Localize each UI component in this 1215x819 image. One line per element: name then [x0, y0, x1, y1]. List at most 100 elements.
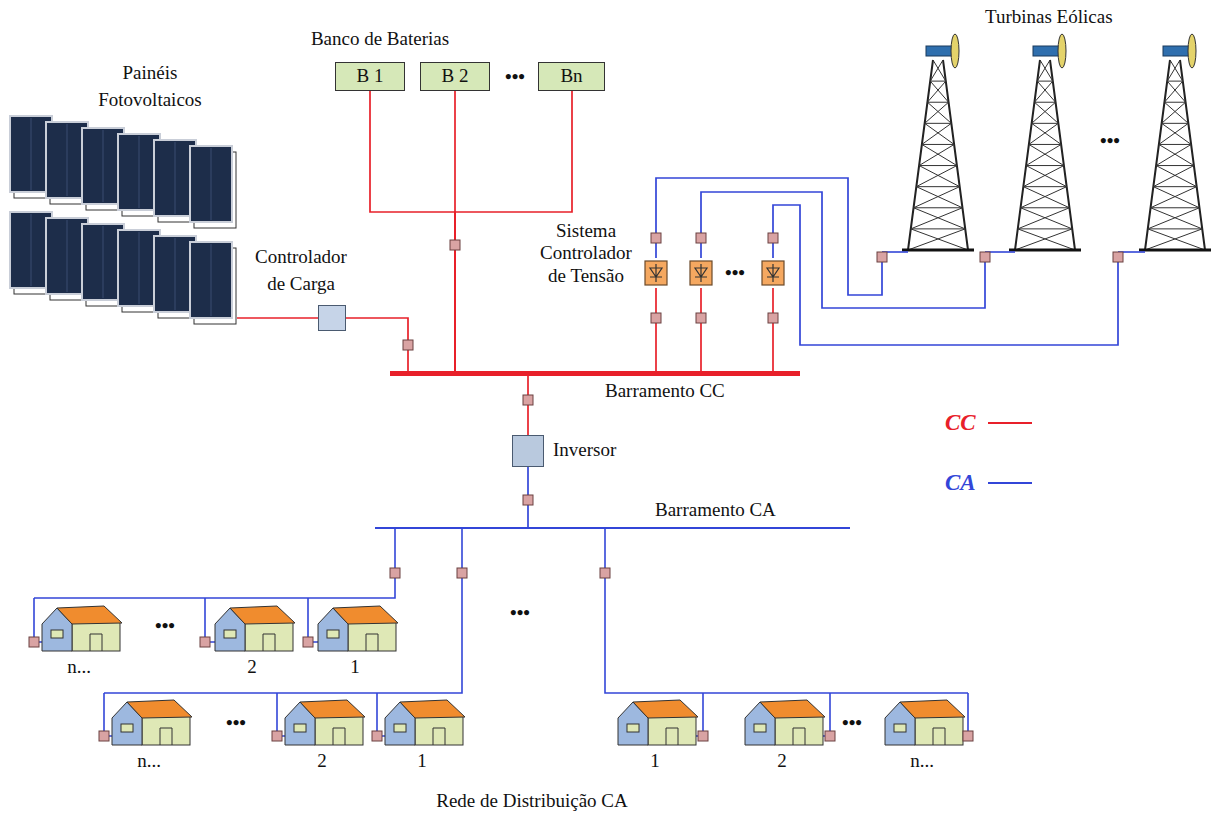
house-part [333, 606, 398, 624]
wind-turbine-part [1026, 144, 1064, 165]
house-part [263, 634, 275, 651]
solar-panel-part [211, 244, 212, 316]
house-part [696, 693, 703, 736]
house-number: 1 [350, 657, 360, 676]
solar-panel-part [103, 226, 104, 298]
wind-turbine-part [1009, 249, 1081, 252]
solar-panel-part [190, 146, 232, 222]
house-part [963, 731, 973, 741]
node-heading: Turbinas Eólicas [985, 6, 1113, 29]
house-part [933, 728, 945, 745]
house-number: 2 [247, 657, 257, 676]
wire-connector [700, 288, 702, 371]
house-part [121, 724, 133, 732]
wire-connector [701, 192, 985, 308]
voltage-controller: Sistema Controlador de Tensão [640, 258, 790, 288]
wind-turbine-part [1021, 187, 1070, 208]
rectifier-symbol [690, 261, 712, 285]
house-part [633, 700, 698, 718]
house-part [823, 693, 830, 736]
node-heading: Painéis Fotovoltaicos [85, 59, 215, 114]
wind-turbine-part [1151, 187, 1200, 208]
legend-line-sample [988, 422, 1032, 424]
solar-panel [190, 146, 236, 228]
house-part [963, 693, 968, 736]
rectifier-symbol [762, 261, 784, 285]
terminal-square [600, 568, 610, 578]
dc-bus: Barramento CC [390, 371, 800, 376]
node-heading: Barramento CA [655, 499, 776, 522]
wind-turbine-part [1164, 81, 1185, 102]
solar-panel-part [31, 118, 32, 190]
house [618, 693, 708, 745]
house-number: 2 [317, 751, 327, 770]
house-part [72, 622, 120, 651]
house-part [142, 716, 190, 745]
rectifier-symbol [645, 261, 667, 285]
rectifier-symbol-part [695, 264, 707, 282]
house-part [327, 630, 339, 638]
house-part [900, 700, 965, 718]
battery-box: Bn [538, 62, 605, 91]
wind-turbine-part [1188, 34, 1196, 68]
house-part [627, 724, 639, 732]
wind-turbine-part [902, 249, 974, 252]
house-part [230, 606, 295, 624]
box-label: B 2 [442, 65, 469, 88]
wind-turbine-part [1148, 208, 1202, 229]
house-part [333, 728, 345, 745]
house [200, 598, 295, 651]
wind-turbine-part [1159, 123, 1191, 144]
wire-connector [346, 318, 408, 371]
wind-turbine-part [1023, 166, 1066, 187]
panel-array: Painéis Fotovoltaicos [5, 118, 237, 323]
house [885, 693, 973, 745]
house-number: n... [910, 751, 934, 770]
wind-turbine-part [1058, 34, 1066, 68]
wind-turbine-part [908, 229, 968, 250]
terminal-square [696, 233, 706, 243]
wind-turbine-part [1153, 166, 1196, 187]
box-label: B 1 [357, 65, 384, 88]
wire-connector [237, 317, 318, 319]
solar-panel-part [103, 130, 104, 202]
legend-line-sample [988, 482, 1032, 484]
house [29, 598, 122, 651]
house-part [224, 630, 236, 638]
house-part [348, 622, 396, 651]
battery-box: B 2 [420, 62, 490, 91]
house-part [245, 622, 293, 651]
rectifier-symbol-part [690, 261, 712, 285]
terminal-square [523, 395, 533, 405]
house-part [775, 716, 823, 745]
wind-turbine-part [1037, 60, 1053, 81]
rectifier-symbol-part [645, 261, 667, 285]
wind-turbine-part [951, 34, 959, 68]
solar-panel-part [211, 148, 212, 220]
wind-turbine-part [1162, 102, 1189, 123]
rectifier-symbol-part [650, 264, 662, 282]
house-number: n... [67, 657, 91, 676]
legend-sample [984, 413, 1036, 433]
wind-turbine-part [914, 187, 963, 208]
wind-turbine-part [908, 60, 968, 250]
wire-connector [656, 178, 882, 295]
house-part [648, 716, 696, 745]
house-part [894, 724, 906, 732]
solar-panel-part [67, 124, 68, 196]
wind-turbine-part [1015, 229, 1075, 250]
wind-turbine-part [1033, 46, 1059, 56]
wind-turbine-part [922, 123, 954, 144]
wire-connector [773, 205, 1118, 345]
house-part [308, 598, 318, 642]
node-heading: Banco de Baterias [300, 28, 460, 51]
house-part [205, 598, 215, 642]
house-part [754, 724, 766, 732]
solar-panel-part [190, 242, 232, 318]
terminal-square [877, 252, 887, 262]
wind-turbine-part [916, 166, 959, 187]
house-number: n... [137, 751, 161, 770]
house-part [99, 731, 109, 741]
